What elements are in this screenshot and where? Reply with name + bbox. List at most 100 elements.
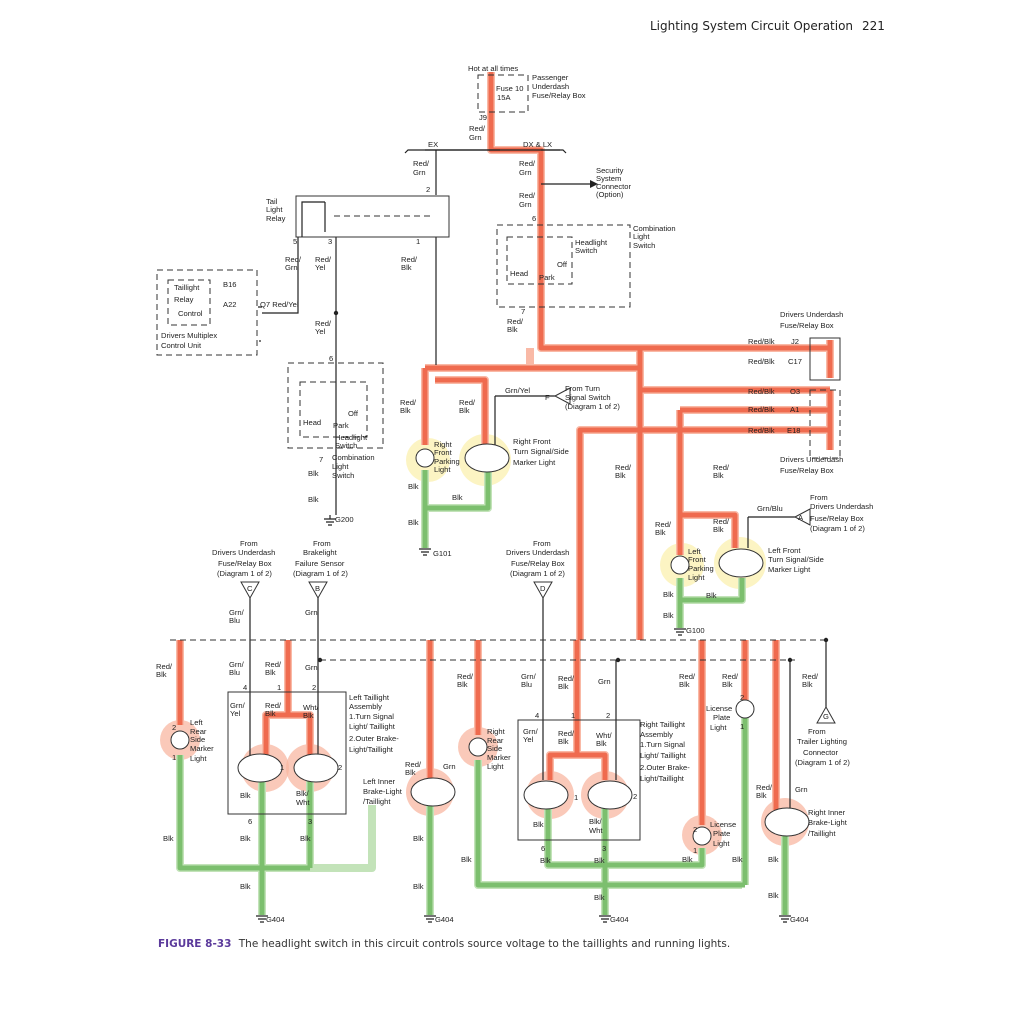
svg-text:Blk: Blk — [594, 893, 605, 902]
svg-text:Blk: Blk — [308, 495, 319, 504]
connector-a-icon — [793, 508, 811, 526]
svg-text:1: 1 — [693, 846, 697, 855]
svg-text:Blk: Blk — [240, 834, 251, 843]
svg-text:A: A — [798, 513, 804, 522]
svg-text:Blk: Blk — [405, 768, 416, 777]
svg-text:Blk: Blk — [459, 406, 470, 415]
svg-text:Blu: Blu — [521, 680, 532, 689]
svg-text:Red/: Red/ — [265, 701, 282, 710]
svg-text:Grn/: Grn/ — [230, 701, 246, 710]
svg-text:Tail: Tail — [266, 197, 278, 206]
svg-text:Relay: Relay — [266, 214, 286, 223]
svg-text:Red/: Red/ — [315, 319, 332, 328]
svg-text:Red/: Red/ — [713, 517, 730, 526]
svg-text:2: 2 — [426, 185, 430, 194]
svg-text:Combination: Combination — [633, 224, 676, 233]
svg-text:G404: G404 — [435, 915, 454, 924]
svg-text:Grn: Grn — [443, 762, 456, 771]
drivers-box-lower — [809, 389, 841, 459]
svg-text:Blk: Blk — [663, 611, 674, 620]
ground-g200-icon — [324, 515, 336, 526]
svg-text:Switch: Switch — [335, 441, 357, 450]
license-lamp-1 — [692, 826, 712, 846]
svg-text:2: 2 — [693, 825, 697, 834]
svg-text:Signal Switch: Signal Switch — [565, 393, 611, 402]
connector-f-icon — [553, 387, 571, 405]
svg-text:Grn: Grn — [305, 608, 318, 617]
svg-text:(Diagram 1 of 2): (Diagram 1 of 2) — [293, 569, 348, 578]
svg-text:Grn: Grn — [305, 663, 318, 672]
svg-text:G: G — [823, 712, 829, 721]
drivers-box-upper — [809, 337, 841, 381]
svg-text:From Turn: From Turn — [565, 384, 600, 393]
svg-text:Red/: Red/ — [679, 672, 696, 681]
svg-text:Underdash: Underdash — [532, 82, 569, 91]
svg-text:E18: E18 — [787, 426, 801, 435]
svg-text:/Taillight: /Taillight — [363, 797, 391, 806]
svg-text:2.Outer Brake-: 2.Outer Brake- — [640, 763, 690, 772]
svg-text:Red/Blk: Red/Blk — [748, 387, 775, 396]
svg-text:Red/: Red/ — [400, 398, 417, 407]
svg-text:Red/: Red/ — [285, 255, 302, 264]
l-tail-lamp-2 — [293, 753, 339, 783]
svg-text:Red/: Red/ — [655, 520, 672, 529]
svg-text:Blk: Blk — [679, 680, 690, 689]
svg-text:(Diagram 1 of 2): (Diagram 1 of 2) — [217, 569, 272, 578]
svg-text:Red/: Red/ — [713, 463, 730, 472]
svg-text:1: 1 — [172, 753, 176, 762]
svg-text:Grn/: Grn/ — [229, 660, 245, 669]
svg-text:Wht/: Wht/ — [303, 703, 320, 712]
svg-text:Blk: Blk — [452, 493, 463, 502]
label-fuse: Fuse 10 — [496, 84, 523, 93]
page-number: 221 — [862, 19, 885, 33]
svg-text:1: 1 — [416, 237, 420, 246]
component-boxes — [156, 74, 841, 841]
svg-text:Fuse/Relay Box: Fuse/Relay Box — [810, 514, 864, 523]
svg-text:Fuse/Relay Box: Fuse/Relay Box — [532, 91, 586, 100]
svg-text:From: From — [808, 727, 826, 736]
svg-text:Red/: Red/ — [615, 463, 632, 472]
svg-text:2: 2 — [740, 693, 744, 702]
svg-text:Left: Left — [688, 547, 702, 556]
svg-text:System: System — [596, 174, 621, 183]
lamps — [170, 443, 810, 846]
svg-text:Brake-Light: Brake-Light — [363, 787, 403, 796]
lf-turn-lamp — [718, 548, 764, 578]
svg-text:Drivers Underdash: Drivers Underdash — [780, 455, 843, 464]
svg-text:Left Front: Left Front — [768, 546, 801, 555]
hot-wires — [176, 72, 834, 825]
svg-text:Grn: Grn — [285, 263, 298, 272]
svg-text:Blk: Blk — [706, 591, 717, 600]
svg-text:2: 2 — [633, 792, 637, 801]
right-taillight-assembly-box — [517, 719, 641, 841]
tail-light-relay-box — [295, 195, 450, 238]
svg-text:Fuse/Relay Box: Fuse/Relay Box — [511, 559, 565, 568]
svg-text:B: B — [315, 584, 320, 593]
svg-text:Red/: Red/ — [519, 191, 536, 200]
svg-text:(Diagram 1 of 2): (Diagram 1 of 2) — [510, 569, 565, 578]
svg-text:1: 1 — [571, 711, 575, 720]
svg-text:Blk: Blk — [413, 834, 424, 843]
svg-text:G404: G404 — [790, 915, 809, 924]
svg-text:Light/Taillight: Light/Taillight — [640, 774, 685, 783]
svg-text:Grn: Grn — [519, 200, 532, 209]
svg-text:Red/: Red/ — [265, 660, 282, 669]
svg-text:1: 1 — [574, 793, 578, 802]
svg-text:1: 1 — [280, 763, 284, 772]
svg-text:Blk: Blk — [663, 590, 674, 599]
svg-text:Light: Light — [713, 839, 730, 848]
connector-c-icon — [240, 581, 260, 600]
svg-text:Blk: Blk — [240, 791, 251, 800]
figure-caption-text: The headlight switch in this circuit con… — [238, 938, 731, 950]
label-hot-at-all-times: Hot at all times — [468, 64, 518, 73]
r-inner-lamp — [764, 807, 810, 837]
svg-text:Blk: Blk — [163, 834, 174, 843]
svg-text:Light/ Taillight: Light/ Taillight — [640, 751, 687, 760]
svg-text:C: C — [247, 584, 253, 593]
l-inner-lamp — [410, 777, 456, 807]
svg-text:Blk: Blk — [558, 737, 569, 746]
figure-label: FIGURE 8-33 — [158, 938, 232, 950]
rf-parking-lamp — [415, 448, 435, 468]
ground-g404-2-icon — [424, 915, 436, 923]
